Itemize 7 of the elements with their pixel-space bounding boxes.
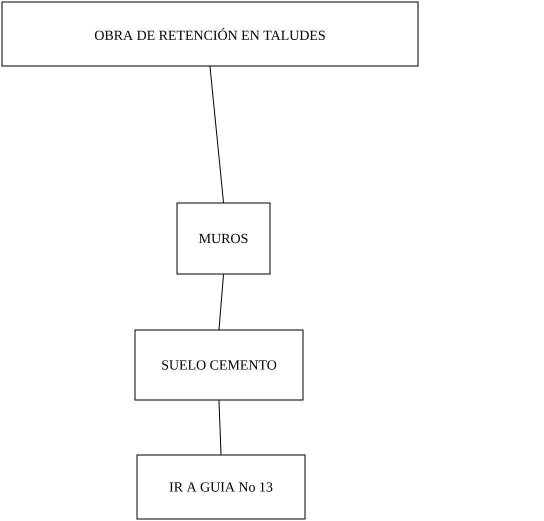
process-box: OBRA DE RETENCIÓN EN TALUDES (2, 2, 418, 66)
connector-line (218, 400, 222, 455)
process-box: IR A GUIA No 13 (136, 454, 306, 520)
process-box: SUELO CEMENTO (134, 330, 304, 400)
connector-line (210, 66, 224, 203)
process-box: MUROS (176, 202, 270, 274)
connector-line (218, 274, 224, 330)
